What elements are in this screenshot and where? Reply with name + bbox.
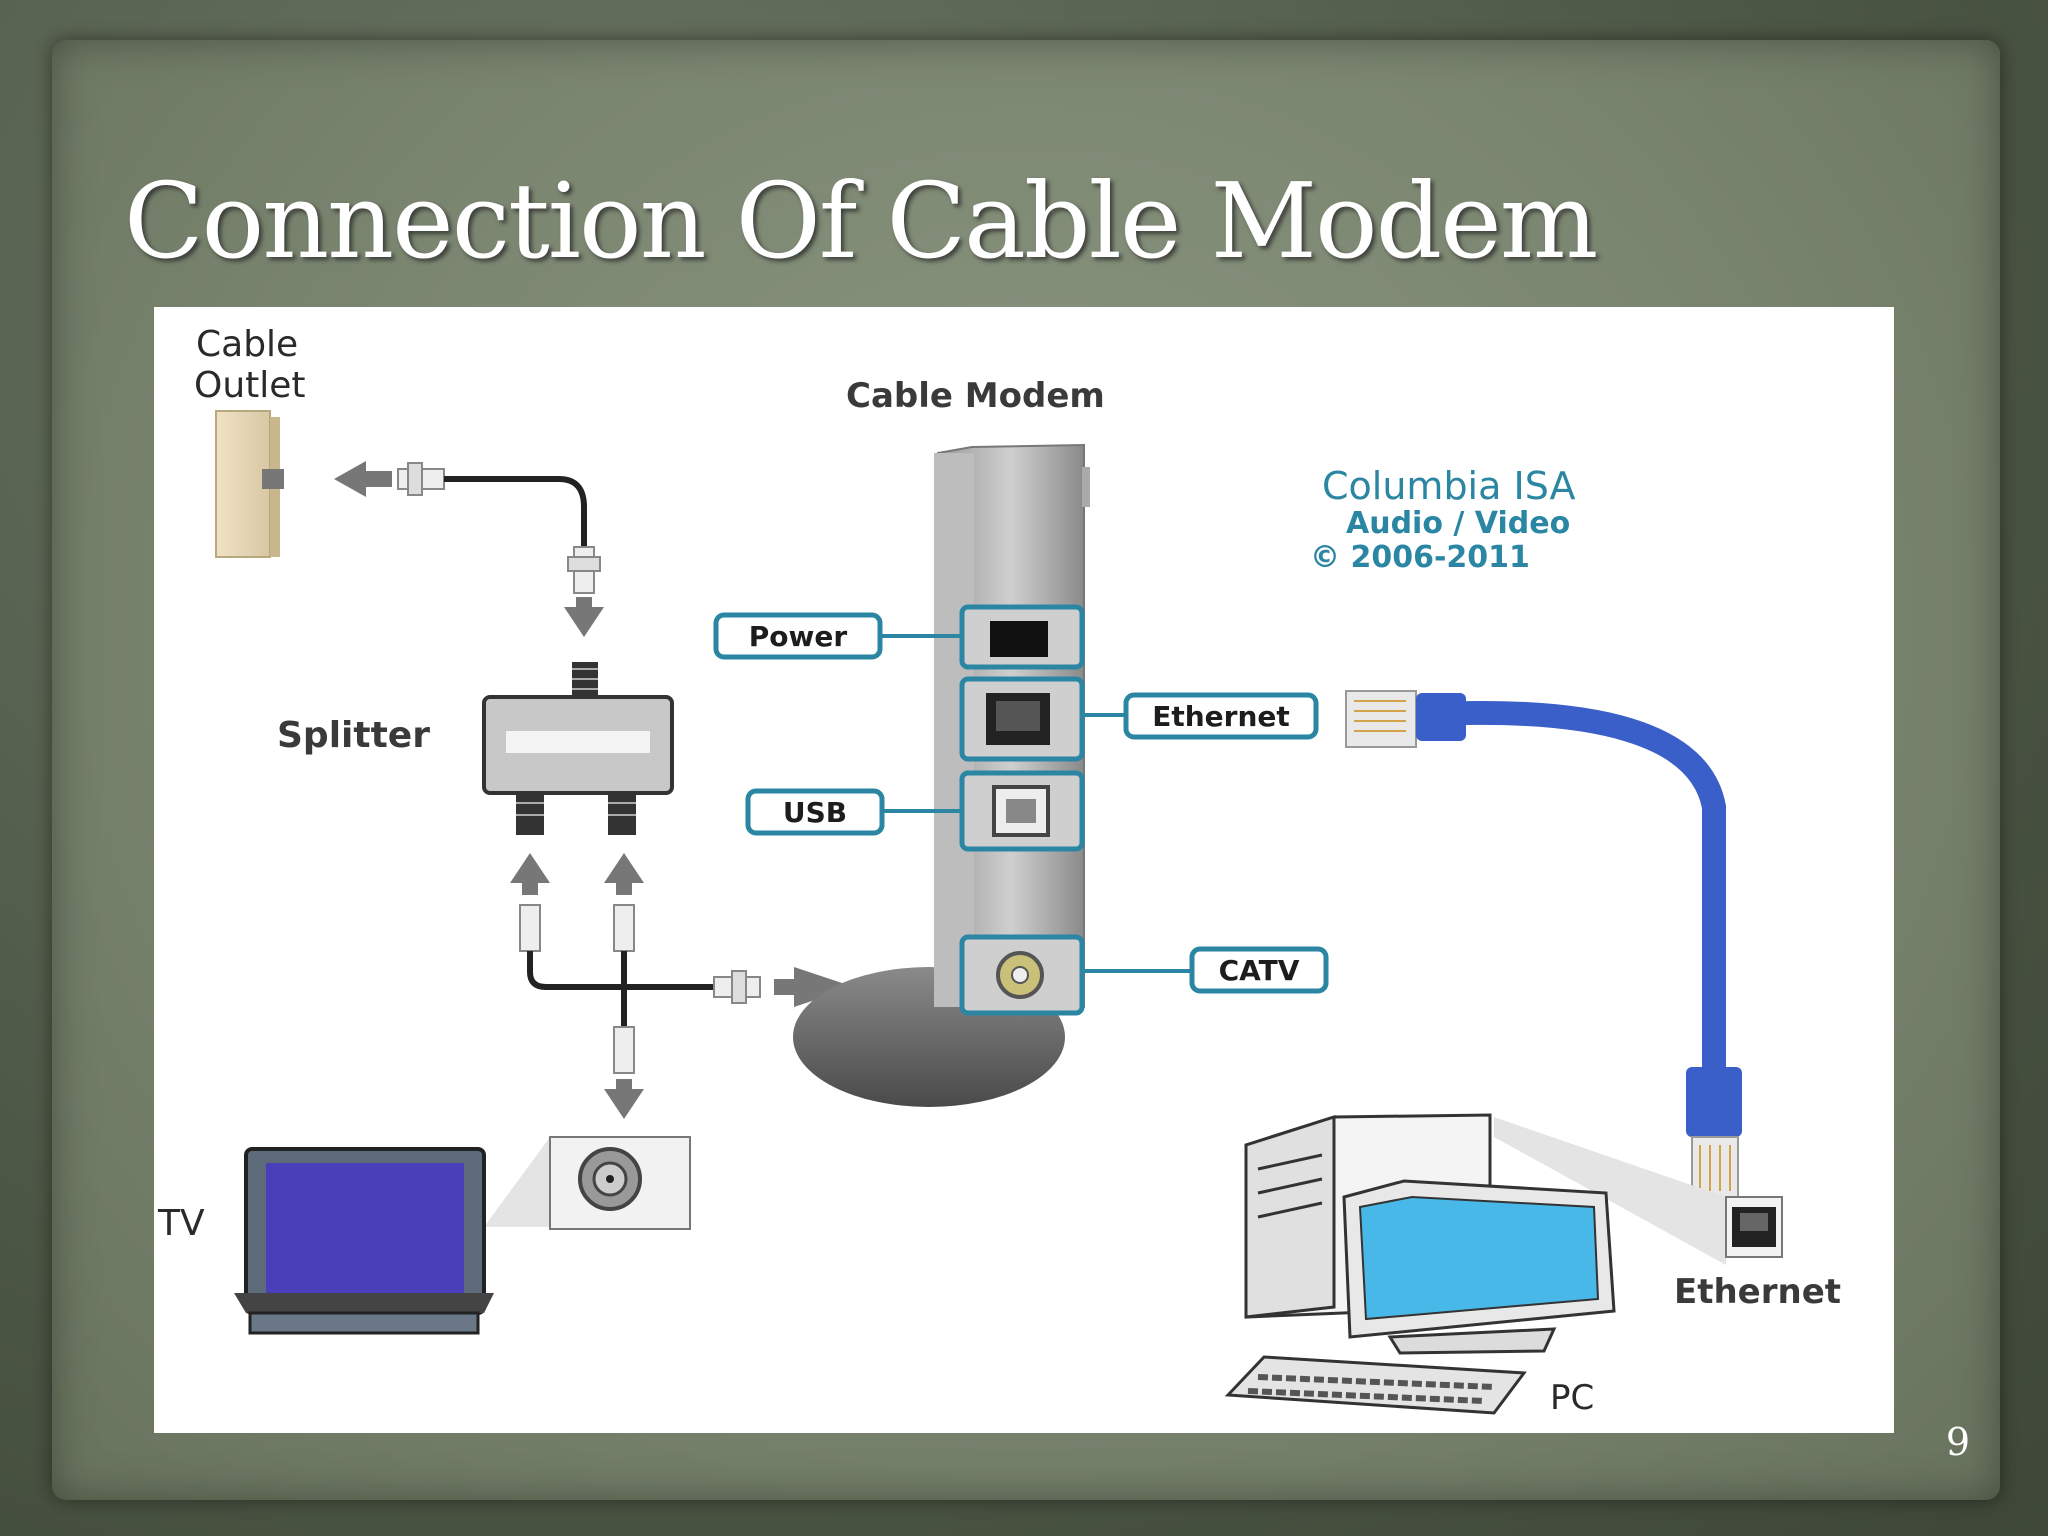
coax-connector-icon <box>713 970 761 1004</box>
monitor-icon <box>1342 1179 1616 1355</box>
coax-cable <box>527 951 714 990</box>
ethernet-port-label: Ethernet <box>1152 700 1290 733</box>
coax-cable <box>444 476 587 547</box>
power-port-label: Power <box>749 620 848 653</box>
credit-line1: Columbia ISA <box>1322 464 1576 508</box>
tv-icon <box>234 1147 494 1335</box>
ethernet-pc-label: Ethernet <box>1674 1272 1841 1312</box>
rj45-plug-icon <box>1345 690 1466 748</box>
cable-modem-label: Cable Modem <box>846 376 1105 416</box>
wall-outlet-icon <box>215 410 284 558</box>
diagram-panel: Cable Outlet Splitter <box>154 307 1894 1433</box>
splitter-icon <box>482 662 674 835</box>
cable-modem-diagram: Cable Outlet Splitter <box>157 324 1841 1418</box>
coax-connector-icon <box>397 462 445 496</box>
arrow-icon <box>774 967 854 1007</box>
arrow-icon <box>510 853 644 895</box>
usb-port-callout: USB <box>745 770 1085 852</box>
arrow-icon <box>564 597 604 637</box>
ethernet-cable <box>1413 700 1726 1067</box>
coax-connector-icon <box>484 1136 691 1230</box>
tv-label: TV <box>157 1203 205 1244</box>
credit-line3: © 2006-2011 <box>1310 540 1530 575</box>
usb-port-label: USB <box>783 796 847 829</box>
page-number: 9 <box>1945 1420 1971 1464</box>
ethernet-port-callout: Ethernet <box>959 676 1319 762</box>
pc-label: PC <box>1550 1378 1594 1418</box>
power-port-callout: Power <box>713 604 1085 670</box>
credit-line2: Audio / Video <box>1346 506 1570 541</box>
slide-title: Connection Of Cable Modem <box>124 160 1598 282</box>
coax-connector-icon <box>613 1026 635 1074</box>
coax-connector-icon <box>519 904 635 952</box>
coax-connector-icon <box>567 546 601 594</box>
cable-outlet-label-line1: Cable <box>196 324 298 365</box>
rj45-plug-icon <box>1686 1067 1742 1200</box>
catv-port-callout: CATV <box>959 934 1329 1016</box>
cable-outlet-label-line2: Outlet <box>194 365 306 406</box>
keyboard-icon <box>1224 1355 1527 1415</box>
arrow-icon <box>604 1079 644 1119</box>
catv-port-label: CATV <box>1219 954 1300 987</box>
ethernet-port-icon <box>1494 1117 1783 1265</box>
splitter-label: Splitter <box>277 715 430 756</box>
arrow-icon <box>334 461 392 497</box>
